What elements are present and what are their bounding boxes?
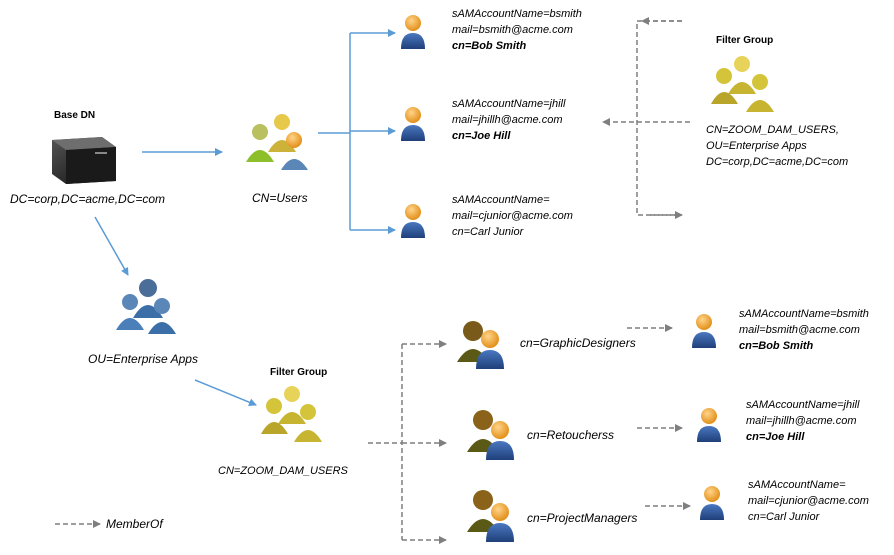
user-cjunior-bottom-text: sAMAccountName= mail=cjunior@acme.com cn… bbox=[748, 477, 869, 525]
user-bsmith-bottom-text: sAMAccountName=bsmith mail=bsmith@acme.c… bbox=[739, 306, 869, 354]
group-label-graphic: cn=GraphicDesigners bbox=[520, 336, 636, 350]
users-group-icon bbox=[246, 114, 308, 170]
solid-connectors bbox=[94, 29, 396, 407]
group-icon-graphic bbox=[457, 321, 504, 369]
cn-cjunior-top: cn=Carl Junior bbox=[452, 226, 524, 238]
mail-jhill-top: mail=jhillh@acme.com bbox=[452, 114, 563, 126]
dashed-connectors bbox=[55, 17, 691, 544]
mail-bsmith-top: mail=bsmith@acme.com bbox=[452, 24, 573, 36]
user-bsmith-top-text: sAMAccountName=bsmith mail=bsmith@acme.c… bbox=[452, 6, 582, 54]
user-icon-bsmith-bottom bbox=[692, 314, 716, 348]
cn-jhill-top: cn=Joe Hill bbox=[452, 130, 511, 142]
group-icon-retouch bbox=[467, 410, 514, 460]
user-jhill-top-text: sAMAccountName=jhill mail=jhillh@acme.co… bbox=[452, 96, 565, 144]
group-label-retouch: cn=Retoucherss bbox=[527, 428, 615, 442]
ou-group-icon bbox=[116, 279, 176, 334]
filter-group-top-header: Filter Group bbox=[716, 35, 774, 46]
arrow-ou-to-filter-group bbox=[194, 379, 257, 407]
user-icon-jhill-bottom bbox=[697, 408, 721, 442]
base-dn-header: Base DN bbox=[54, 110, 96, 121]
sam-cjunior-top: sAMAccountName= bbox=[452, 194, 550, 206]
base-dn-label: DC=corp,DC=acme,DC=com bbox=[10, 192, 166, 206]
memberof-trunk-top bbox=[636, 20, 682, 216]
cn-jhill-bottom: cn=Joe Hill bbox=[746, 431, 805, 443]
user-icon-bsmith-top bbox=[401, 15, 425, 49]
sam-bsmith-bottom: sAMAccountName=bsmith bbox=[739, 308, 869, 320]
mail-cjunior-top: mail=cjunior@acme.com bbox=[452, 210, 573, 222]
filter-group-top-line2: OU=Enterprise Apps bbox=[706, 140, 807, 152]
sam-cjunior-bottom: sAMAccountName= bbox=[748, 479, 846, 491]
filter-group-top-line3: DC=corp,DC=acme,DC=com bbox=[706, 156, 849, 168]
mail-bsmith-bottom: mail=bsmith@acme.com bbox=[739, 324, 860, 336]
cn-users-label: CN=Users bbox=[252, 191, 308, 205]
memberof-trunk-bottom bbox=[368, 344, 403, 540]
server-icon bbox=[52, 137, 116, 184]
ou-enterprise-label: OU=Enterprise Apps bbox=[88, 352, 198, 366]
sam-bsmith-top: sAMAccountName=bsmith bbox=[452, 8, 582, 20]
sam-jhill-bottom: sAMAccountName=jhill bbox=[746, 399, 860, 411]
user-jhill-bottom-text: sAMAccountName=jhill mail=jhillh@acme.co… bbox=[746, 397, 859, 445]
mail-jhill-bottom: mail=jhillh@acme.com bbox=[746, 415, 857, 427]
cn-bsmith-bottom: cn=Bob Smith bbox=[739, 340, 814, 352]
legend-memberof-label: MemberOf bbox=[106, 517, 163, 531]
filter-group-bottom-label: CN=ZOOM_DAM_USERS bbox=[218, 465, 348, 477]
sam-jhill-top: sAMAccountName=jhill bbox=[452, 98, 566, 110]
filter-group-top-icon bbox=[711, 56, 774, 112]
user-icon-cjunior-top bbox=[401, 204, 425, 238]
group-label-pm: cn=ProjectManagers bbox=[527, 511, 638, 525]
arrow-base-to-ou bbox=[94, 216, 129, 276]
filter-group-bottom-header: Filter Group bbox=[270, 367, 328, 378]
cn-bsmith-top: cn=Bob Smith bbox=[452, 40, 527, 52]
filter-group-bottom-icon bbox=[261, 386, 322, 442]
mail-cjunior-bottom: mail=cjunior@acme.com bbox=[748, 495, 869, 507]
filter-group-top-line1: CN=ZOOM_DAM_USERS, bbox=[706, 124, 839, 136]
user-cjunior-top-text: sAMAccountName= mail=cjunior@acme.com cn… bbox=[452, 192, 573, 240]
cn-cjunior-bottom: cn=Carl Junior bbox=[748, 511, 820, 523]
user-icon-jhill-top bbox=[401, 107, 425, 141]
user-icon-cjunior-bottom bbox=[700, 486, 724, 520]
group-icon-pm bbox=[467, 490, 514, 542]
branch-users-trunk bbox=[318, 33, 351, 230]
